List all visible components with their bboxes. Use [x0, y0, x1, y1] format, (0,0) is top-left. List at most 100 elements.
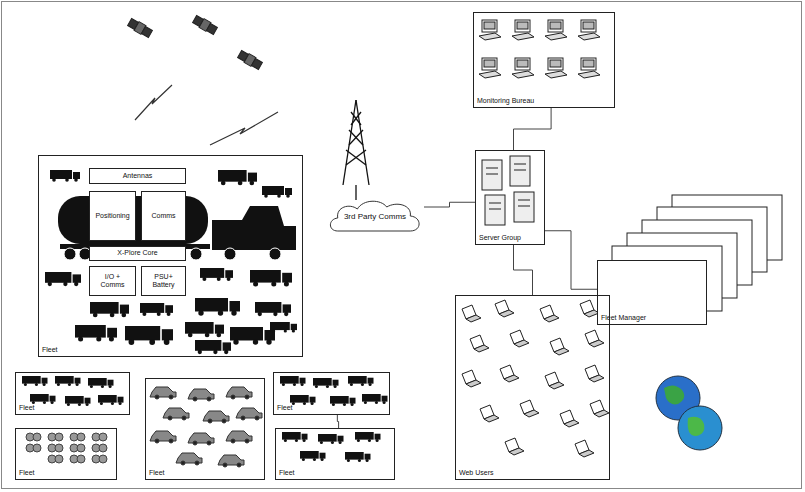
- group-label: Fleet Manager: [601, 314, 646, 322]
- component-label: Comms: [151, 212, 175, 220]
- rect-shape: [250, 270, 281, 283]
- truck-icon: [50, 170, 80, 182]
- motorbike-icon: [48, 433, 63, 441]
- circle-shape: [368, 439, 371, 442]
- group-box: Fleet: [145, 378, 265, 480]
- circle-shape: [231, 395, 235, 399]
- rect-shape: [550, 22, 561, 29]
- rect-shape: [517, 22, 528, 29]
- rect-shape: [583, 22, 594, 29]
- circle-shape: [74, 282, 78, 286]
- rect-shape: [345, 452, 364, 460]
- component-box: Antennas: [89, 168, 186, 184]
- group-label: Fleet: [19, 469, 35, 477]
- circle-shape: [238, 181, 243, 186]
- circle-shape: [129, 339, 135, 345]
- line-shape: [514, 164, 526, 165]
- truck-icon: [75, 325, 117, 342]
- path-shape: [524, 410, 539, 417]
- computer-icon: [545, 20, 567, 40]
- rect-shape: [348, 376, 367, 384]
- circle-shape: [237, 463, 241, 467]
- circle-shape: [217, 277, 221, 281]
- motorbike-icon: [92, 444, 107, 452]
- circle-shape: [198, 350, 202, 354]
- component-box: PSU+ Battery: [141, 266, 186, 296]
- circle-shape: [293, 383, 296, 386]
- group-label: Fleet: [277, 404, 293, 412]
- rect-shape: [282, 273, 292, 283]
- circle-shape: [169, 439, 173, 443]
- truck-icon: [125, 326, 173, 345]
- circle-shape: [303, 439, 306, 442]
- circle-shape: [284, 281, 289, 286]
- server-icon: [485, 195, 505, 225]
- rect-shape: [85, 398, 91, 404]
- truck-icon: [218, 170, 257, 185]
- truck-icon: [348, 376, 374, 386]
- circle-shape: [100, 402, 103, 405]
- circle-shape: [284, 329, 287, 332]
- rect-shape: [262, 186, 284, 195]
- rect-shape: [195, 298, 228, 312]
- rect-shape: [310, 397, 316, 403]
- link-line: [514, 245, 533, 295]
- circle-shape: [350, 383, 353, 386]
- truck-icon: [45, 272, 81, 286]
- laptop-icon: [520, 400, 539, 417]
- path-shape: [512, 71, 534, 78]
- laptop-icon: [470, 335, 489, 352]
- circle-shape: [223, 463, 227, 467]
- rect-shape: [350, 398, 356, 404]
- rect-shape: [302, 434, 308, 440]
- group-box: Web Users: [455, 295, 610, 480]
- laptop-icon: [560, 410, 579, 427]
- circle-shape: [65, 178, 69, 182]
- circle-shape: [320, 441, 323, 444]
- group-label: Web Users: [459, 469, 494, 477]
- rect-shape: [185, 322, 214, 334]
- circle-shape: [51, 401, 54, 404]
- rect-shape: [225, 270, 233, 278]
- rect-shape: [107, 328, 117, 338]
- circle-shape: [86, 403, 89, 406]
- rect-shape: [230, 301, 241, 312]
- computer-icon: [578, 20, 600, 40]
- laptop-icon: [585, 365, 604, 382]
- laptop-icon: [495, 300, 514, 317]
- circle-shape: [272, 329, 275, 332]
- path-shape: [544, 315, 559, 322]
- circle-shape: [76, 383, 79, 386]
- rect-shape: [375, 434, 381, 440]
- laptop-icon: [510, 330, 529, 347]
- truck-icon: [90, 302, 129, 317]
- rect-shape: [88, 378, 107, 386]
- car-icon: [163, 408, 189, 420]
- rect-shape: [118, 397, 124, 403]
- path-shape: [589, 375, 604, 382]
- circle-shape: [198, 310, 203, 315]
- circle-shape: [99, 433, 107, 441]
- truck-icon: [330, 396, 356, 406]
- circle-shape: [57, 383, 60, 386]
- rect-shape: [282, 432, 301, 440]
- circle-shape: [218, 310, 223, 315]
- circle-shape: [55, 444, 63, 452]
- truck-icon: [88, 378, 114, 388]
- path-shape: [545, 71, 567, 78]
- path-shape: [578, 71, 600, 78]
- circle-shape: [245, 439, 249, 443]
- circle-shape: [266, 339, 271, 344]
- circle-shape: [207, 441, 211, 445]
- component-label: X-Plore Core: [117, 249, 157, 257]
- motorbike-icon: [92, 455, 107, 463]
- computer-icon: [578, 58, 600, 78]
- truck-icon: [313, 378, 339, 388]
- circle-shape: [273, 312, 277, 316]
- truck-icon: [280, 376, 306, 386]
- car-icon: [218, 455, 244, 467]
- circle-shape: [255, 416, 259, 420]
- path-shape: [545, 33, 567, 40]
- laptop-icon: [500, 365, 519, 382]
- line-shape: [518, 206, 530, 207]
